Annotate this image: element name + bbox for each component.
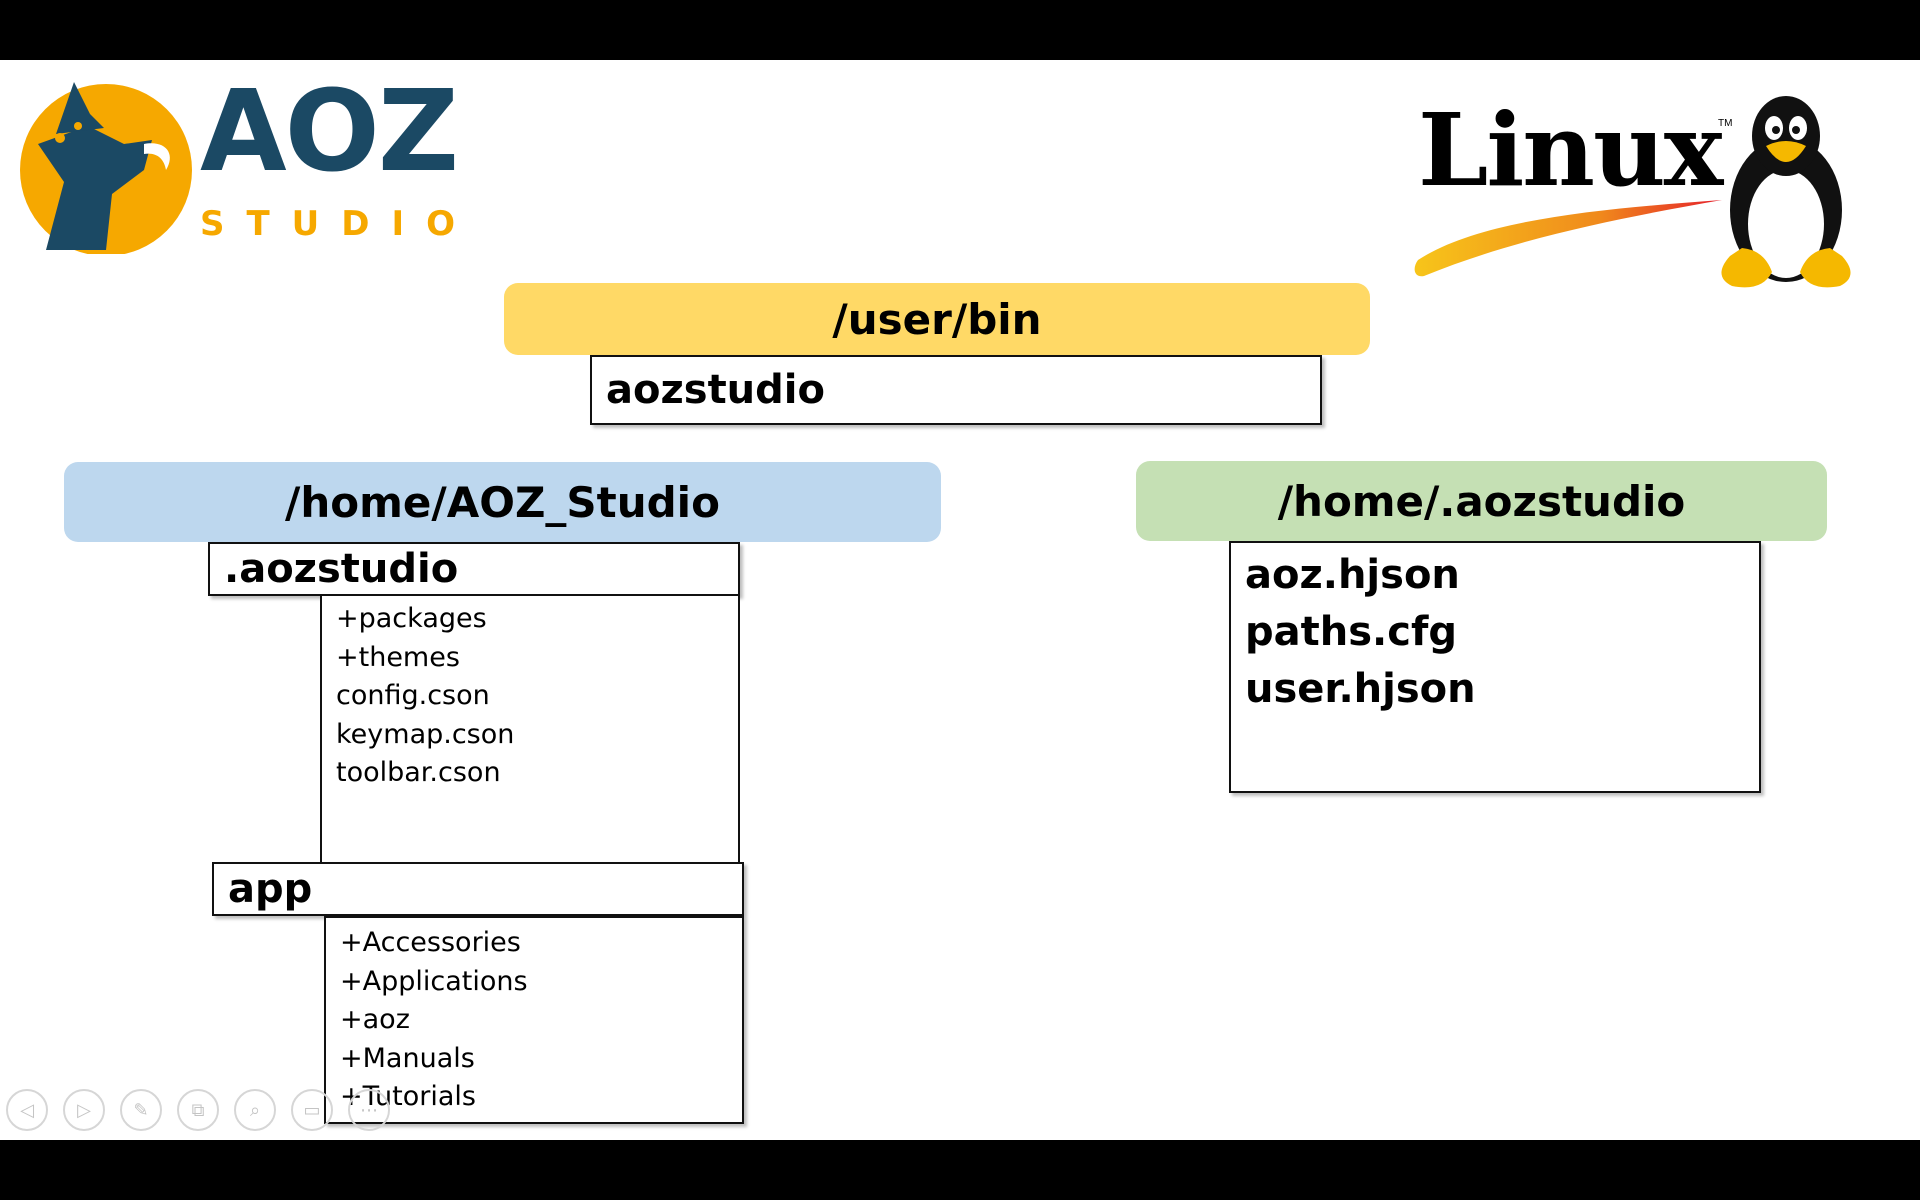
pen-icon: ✎ <box>133 1099 149 1121</box>
studio-wordmark: STUDIO <box>200 204 478 244</box>
more-options-button[interactable]: ⋯ <box>348 1089 390 1131</box>
config-file-item: paths.cfg <box>1245 609 1457 655</box>
app-item: +aoz <box>340 1004 410 1035</box>
linux-wordmark: Linux <box>1418 91 1723 209</box>
slideshow-toolbar: ◁ ▷ ✎ ⧉ ⌕ ▭ ⋯ <box>6 1089 406 1133</box>
app-folder-label: app <box>228 866 313 912</box>
next-icon: ▷ <box>77 1099 91 1121</box>
previous-button[interactable]: ◁ <box>6 1089 48 1131</box>
aozstudio-item: toolbar.cson <box>336 757 501 788</box>
trademark-mark: TM <box>1718 118 1733 129</box>
wizard-emblem-icon <box>20 82 192 254</box>
home-dot-aozstudio-files-box: aoz.hjson paths.cfg user.hjson <box>1229 541 1761 793</box>
home-aoz-studio-header: /home/AOZ_Studio <box>64 462 941 542</box>
aozstudio-items: +packages +themes config.cson keymap.cson to… <box>336 600 738 793</box>
config-files-list: aoz.hjson paths.cfg user.hjson <box>1245 547 1759 718</box>
app-contents-list: +Accessories+Applications+aoz+Manuals+Tu… <box>324 916 744 1124</box>
previous-icon: ◁ <box>20 1099 34 1121</box>
app-item: +Accessories <box>340 927 521 958</box>
aoz-wordmark: AOZ <box>200 67 459 197</box>
user-bin-folder-box: aozstudio <box>590 355 1322 425</box>
aozstudio-executable-label: aozstudio <box>606 367 825 413</box>
aozstudio-folder-label: .aozstudio <box>224 546 459 592</box>
pen-button[interactable]: ✎ <box>120 1089 162 1131</box>
see-all-slides-button[interactable]: ⧉ <box>177 1089 219 1131</box>
app-item: +Manuals <box>340 1042 475 1074</box>
next-button[interactable]: ▷ <box>63 1089 105 1131</box>
zoom-icon: ⌕ <box>249 1099 261 1121</box>
swoosh-icon <box>1414 200 1722 277</box>
subtitles-button[interactable]: ▭ <box>291 1089 333 1131</box>
zoom-button[interactable]: ⌕ <box>234 1089 276 1131</box>
aozstudio-item: +themes <box>336 641 460 673</box>
aozstudio-folder-box: .aozstudio <box>208 542 740 596</box>
home-dot-aozstudio-header: /home/.aozstudio <box>1136 461 1827 541</box>
app-items: +Accessories+Applications+aoz+Manuals+Tu… <box>340 924 742 1117</box>
see-all-slides-icon: ⧉ <box>191 1099 205 1121</box>
subtitles-icon: ▭ <box>303 1099 321 1121</box>
home-dot-aozstudio-header-label: /home/.aozstudio <box>1277 476 1686 526</box>
app-item: +Applications <box>340 965 528 997</box>
home-aoz-studio-header-label: /home/AOZ_Studio <box>285 477 720 527</box>
more-options-icon: ⋯ <box>360 1099 378 1121</box>
tux-penguin-icon <box>1721 96 1851 288</box>
user-bin-header-label: /user/bin <box>832 294 1042 344</box>
aozstudio-item: config.cson <box>336 680 490 711</box>
aoz-studio-logo: AOZ STUDIO <box>16 74 459 254</box>
aozstudio-item: keymap.cson <box>336 718 515 750</box>
app-folder-box: app <box>212 862 744 916</box>
config-file-item: user.hjson <box>1245 666 1476 712</box>
config-file-item: aoz.hjson <box>1245 552 1460 598</box>
aozstudio-contents-list: +packages +themes config.cson keymap.cson to… <box>320 596 740 864</box>
user-bin-header: /user/bin <box>504 283 1370 355</box>
aozstudio-item: +packages <box>336 603 487 634</box>
linux-logo: Linux TM <box>1412 90 1872 290</box>
slide: AOZ STUDIO Linux TM <box>0 60 1920 1140</box>
